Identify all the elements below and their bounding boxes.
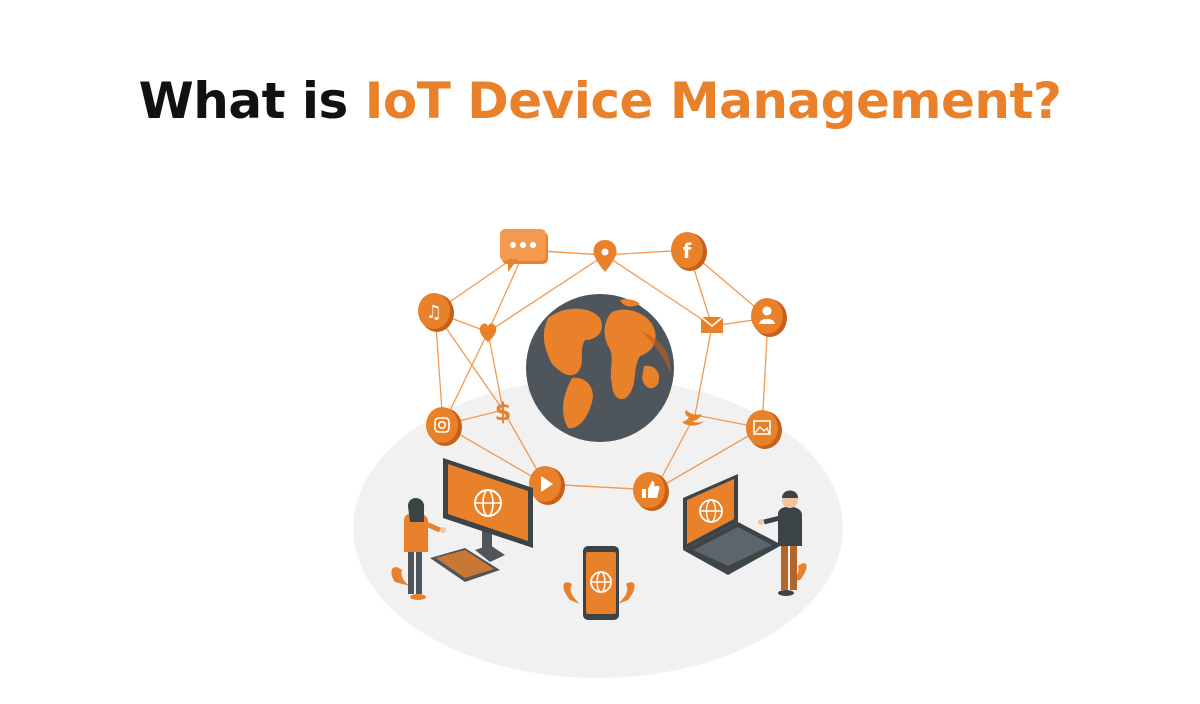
woman-at-desktop [391,497,446,600]
dollar-icon: $ [495,398,512,426]
user-profile-icon [751,298,787,337]
location-pin-icon [593,240,617,272]
svg-text:f: f [683,239,692,263]
svg-text:♫: ♫ [426,302,442,323]
twitter-icon [682,410,704,426]
thumbs-up-icon [633,472,669,511]
keyboard [430,548,500,582]
man-at-laptop [758,490,807,596]
smartphone [563,546,635,620]
instagram-icon [426,407,462,446]
title-accent: IoT Device Management? [364,72,1062,130]
svg-text:$: $ [495,398,512,426]
page-title: What is IoT Device Management? [0,72,1200,130]
laptop [683,474,782,575]
play-icon [529,466,565,505]
chat-bubble-icon [500,229,548,272]
music-note-icon: ♫ [418,293,454,332]
platform-ellipse [353,378,843,678]
image-icon [746,410,782,449]
title-lead: What is [138,72,349,130]
facebook-icon: f [671,232,707,271]
mail-icon [700,316,724,333]
globe [526,294,674,442]
heart-icon [479,323,497,342]
desktop-monitor [443,458,533,562]
